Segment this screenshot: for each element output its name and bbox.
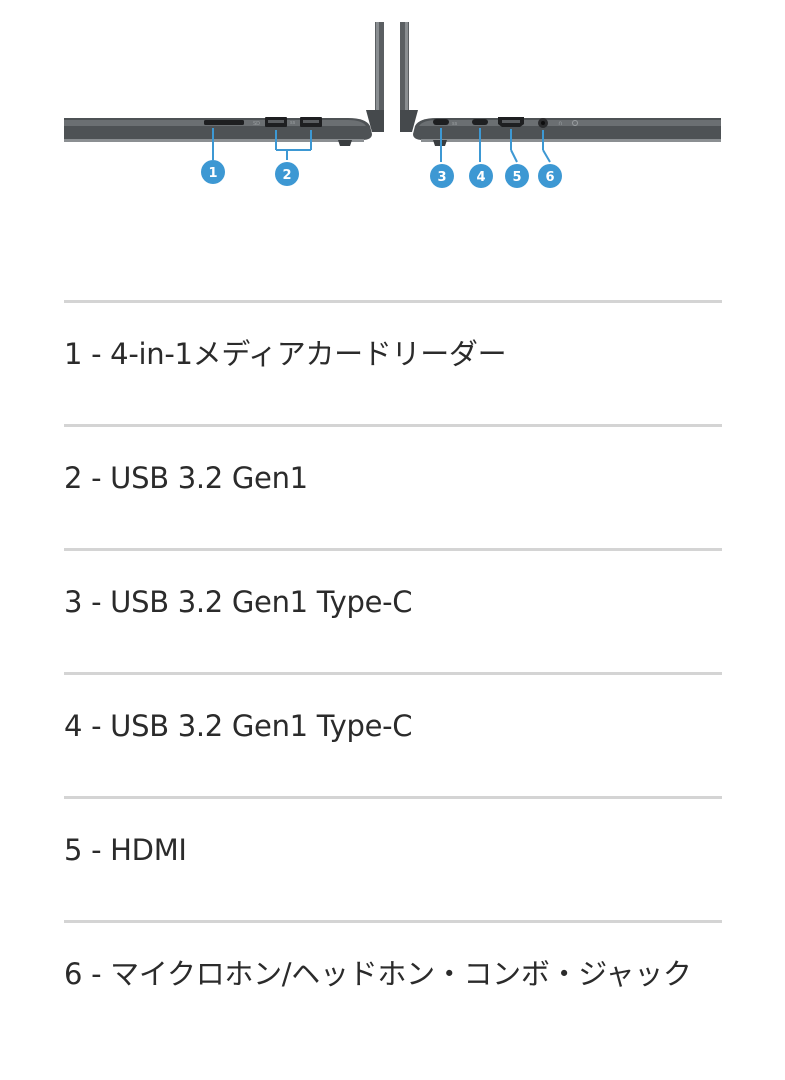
svg-text:4: 4 — [476, 170, 485, 185]
svg-text:2: 2 — [282, 168, 291, 183]
audio-jack-icon — [538, 118, 548, 128]
svg-text:ss: ss — [290, 120, 296, 126]
svg-text:5: 5 — [512, 170, 521, 185]
port-list-item: 3 - USB 3.2 Gen1 Type-C — [64, 548, 722, 672]
laptop-side-ports-diagram: SD ss — [0, 0, 785, 200]
port-list-item: 2 - USB 3.2 Gen1 — [64, 424, 722, 548]
callout-badge-2: 2 — [275, 162, 299, 186]
port-list: 1 - 4-in-1メディアカードリーダー 2 - USB 3.2 Gen1 3… — [64, 300, 722, 1044]
callout-badge-4: 4 — [469, 164, 493, 188]
port-name: HDMI — [110, 833, 187, 867]
ports-illustration: SD ss — [64, 22, 721, 188]
port-list-item: 4 - USB 3.2 Gen1 Type-C — [64, 672, 722, 796]
port-name: USB 3.2 Gen1 Type-C — [110, 585, 413, 619]
port-number: 1 — [64, 337, 83, 371]
port-separator: - — [82, 709, 111, 743]
port-separator: - — [82, 585, 111, 619]
usb-a-port-icon — [300, 117, 322, 127]
usb-a-port-icon — [265, 117, 287, 127]
port-separator: - — [82, 957, 111, 991]
port-number: 4 — [64, 709, 83, 743]
callout-badge-6: 6 — [538, 164, 562, 188]
svg-text:∩: ∩ — [558, 120, 562, 127]
laptop-right-side-view: ss ∩ — [400, 22, 721, 163]
callout-badge-5: 5 — [505, 164, 529, 188]
svg-text:6: 6 — [545, 170, 554, 185]
port-name: マイクロホン/ヘッドホン・コンボ・ジャック — [110, 957, 692, 991]
port-list-item: 5 - HDMI — [64, 796, 722, 920]
port-name: USB 3.2 Gen1 Type-C — [110, 709, 413, 743]
callout-bracket-2 — [275, 130, 312, 160]
svg-text:1: 1 — [208, 166, 217, 181]
port-separator: - — [82, 833, 111, 867]
callout-badge-3: 3 — [430, 164, 454, 188]
card-reader-slot-icon — [204, 120, 244, 125]
hdmi-port-icon — [498, 117, 524, 127]
svg-text:ss: ss — [452, 121, 458, 127]
usb-c-port-icon — [433, 119, 449, 125]
port-list-item: 1 - 4-in-1メディアカードリーダー — [64, 300, 722, 424]
port-separator: - — [82, 461, 111, 495]
port-name: USB 3.2 Gen1 — [110, 461, 308, 495]
port-name: 4-in-1メディアカードリーダー — [110, 337, 507, 371]
svg-text:3: 3 — [437, 170, 446, 185]
port-number: 6 — [64, 957, 83, 991]
svg-text:SD: SD — [253, 121, 260, 127]
port-number: 2 — [64, 461, 83, 495]
callout-badge-1: 1 — [201, 160, 225, 184]
port-number: 3 — [64, 585, 83, 619]
usb-c-port-icon — [472, 119, 488, 125]
port-separator: - — [82, 337, 111, 371]
laptop-left-side-view: SD ss — [64, 22, 384, 160]
port-list-item: 6 - マイクロホン/ヘッドホン・コンボ・ジャック — [64, 920, 722, 1044]
port-number: 5 — [64, 833, 83, 867]
